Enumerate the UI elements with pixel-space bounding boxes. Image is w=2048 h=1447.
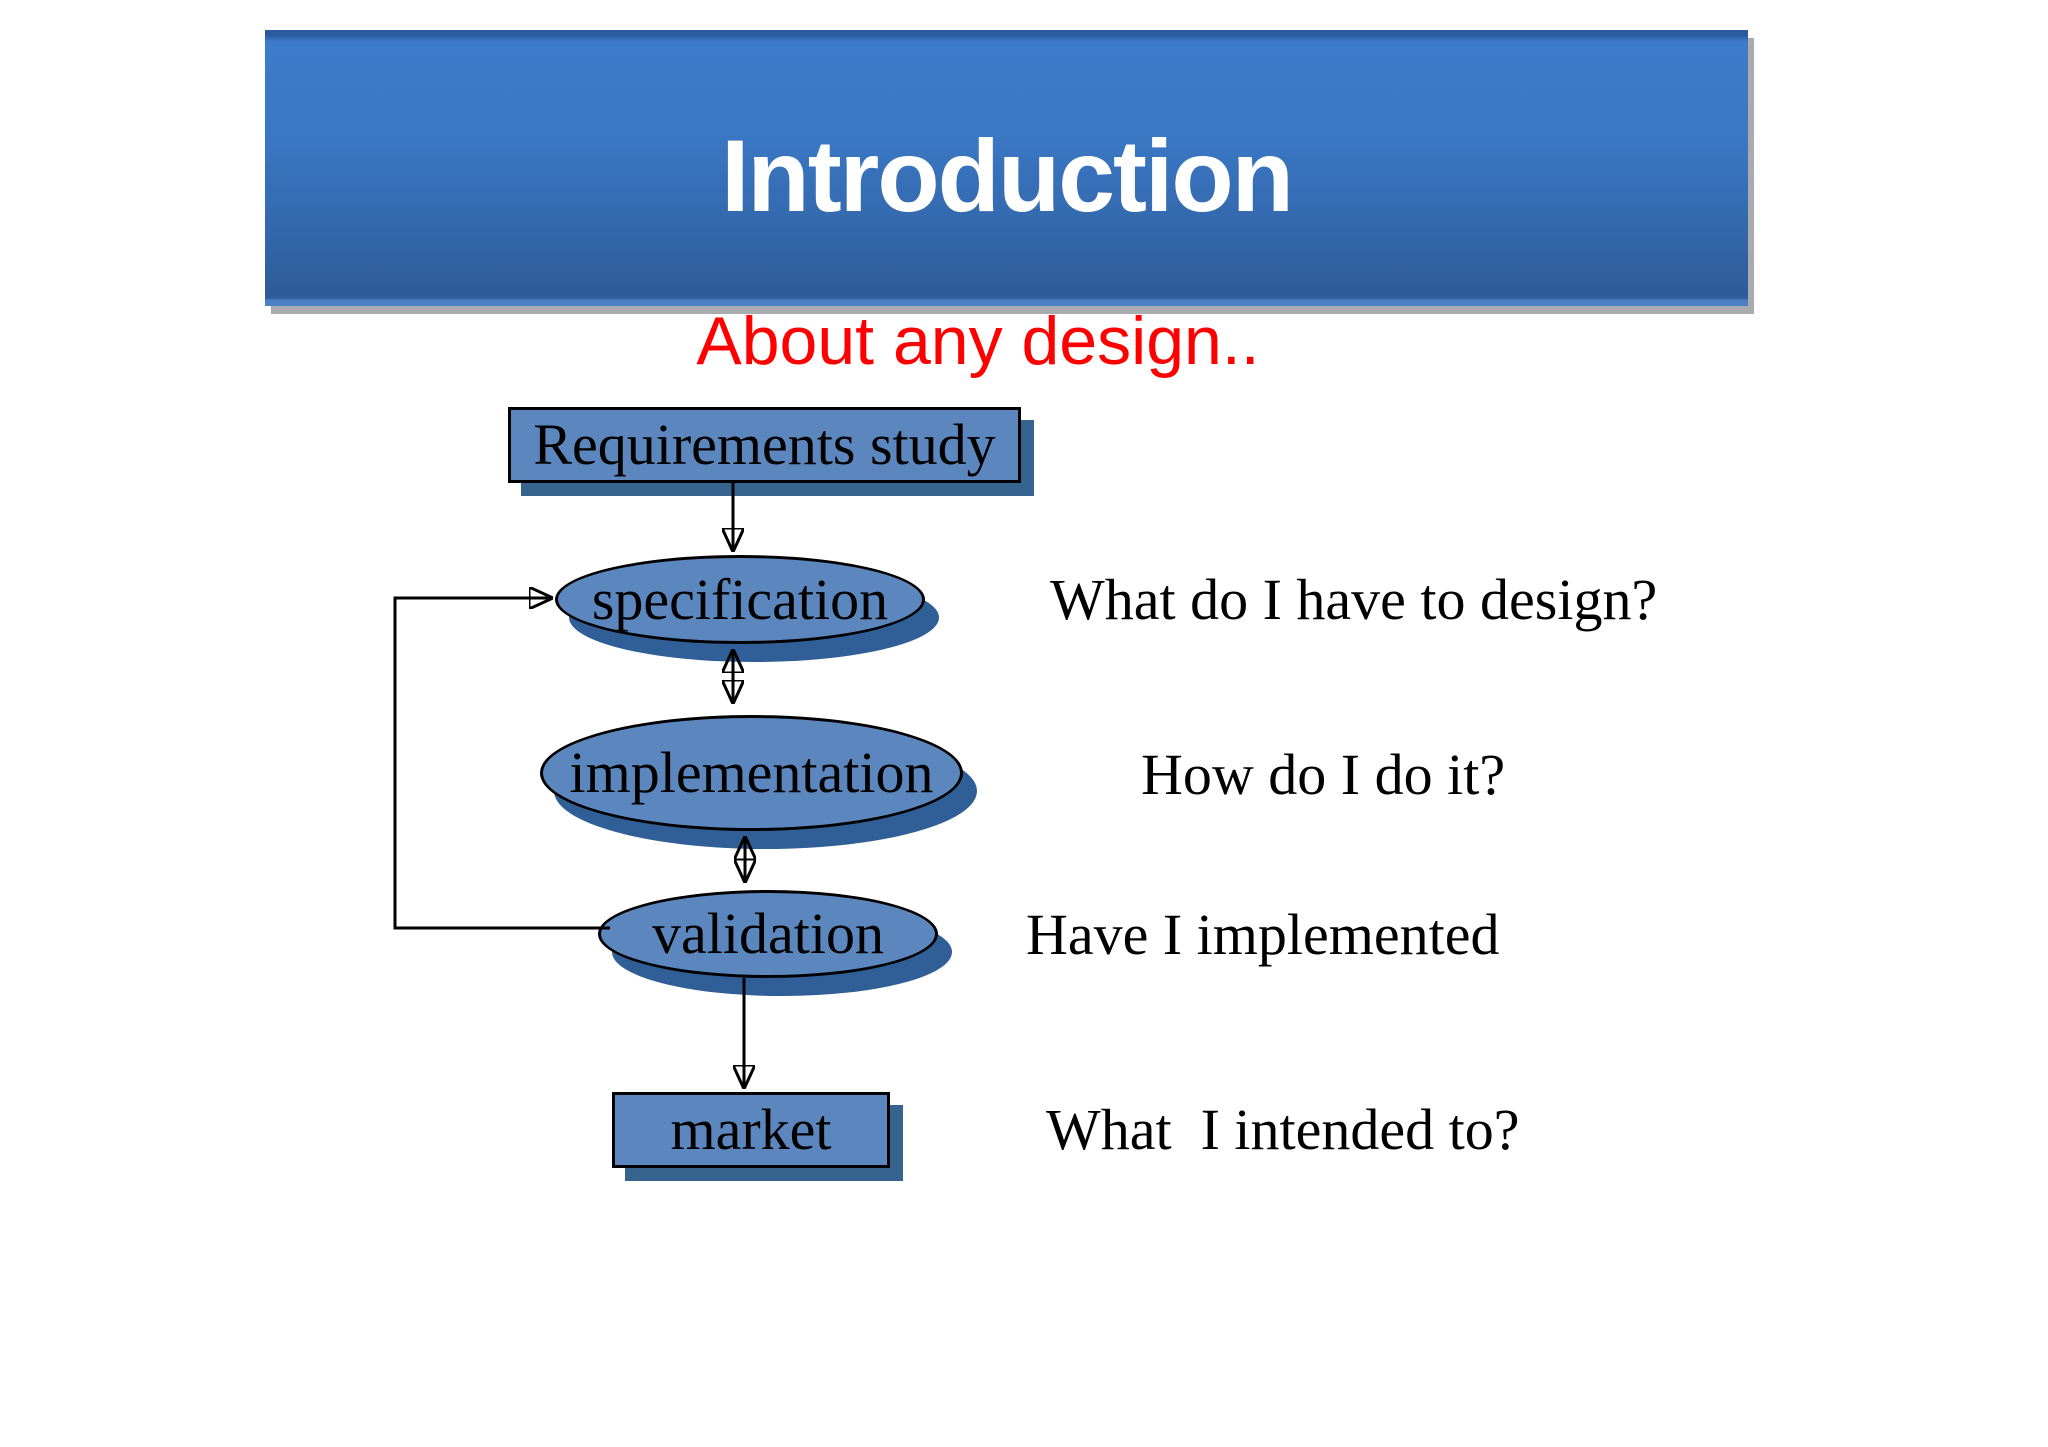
node-validation: validation bbox=[598, 890, 938, 978]
annotation-market: What I intended to? bbox=[1046, 1097, 1520, 1162]
node-requirements-study-label: Requirements study bbox=[533, 412, 996, 477]
node-specification-label: specification bbox=[591, 566, 889, 632]
node-validation-label: validation bbox=[652, 901, 884, 966]
slide-subtitle: About any design.. bbox=[696, 303, 1260, 379]
slide-title: Introduction bbox=[721, 118, 1294, 233]
annotation-validation: Have I implemented bbox=[1026, 902, 1500, 967]
annotation-implementation: How do I do it? bbox=[1141, 742, 1506, 807]
node-implementation: implementation bbox=[540, 715, 963, 831]
node-implementation-label: implementation bbox=[569, 740, 934, 805]
node-specification: specification bbox=[555, 555, 925, 644]
annotation-specification: What do I have to design? bbox=[1050, 567, 1658, 632]
node-requirements-study: Requirements study bbox=[508, 407, 1021, 483]
node-market: market bbox=[612, 1092, 890, 1168]
node-market-label: market bbox=[670, 1097, 832, 1162]
title-banner: Introduction bbox=[265, 30, 1748, 306]
